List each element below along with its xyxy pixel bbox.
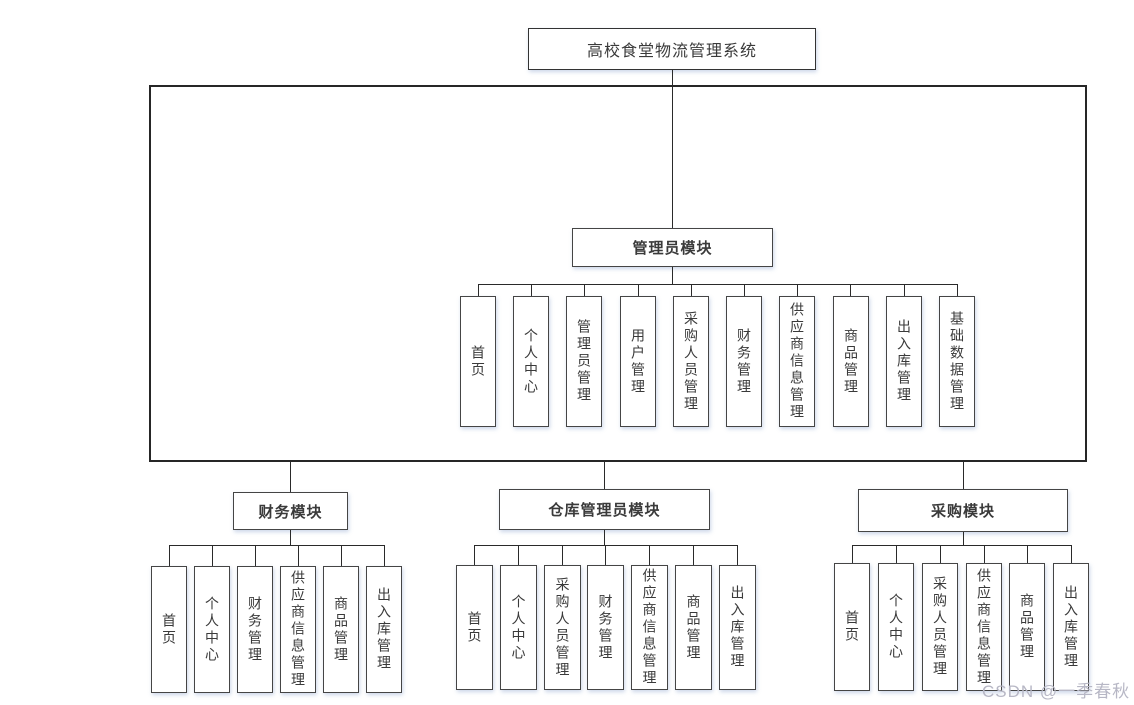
connector-line [298, 545, 299, 566]
connector-line [693, 545, 694, 565]
leaf-node: 商品管理 [1009, 563, 1045, 691]
connector-line [212, 545, 213, 566]
connector-line [744, 284, 745, 296]
connector-line [290, 530, 291, 545]
connector-line [169, 545, 170, 566]
leaf-node: 首页 [834, 563, 870, 691]
leaf-node: 供应商信息管理 [631, 565, 668, 690]
watermark-text: CSDN @一季春秋 [982, 682, 1131, 701]
connector-line [963, 532, 964, 545]
leaf-node: 商品管理 [323, 566, 359, 693]
leaf-node: 出入库管理 [886, 296, 922, 427]
leaf-node: 出入库管理 [366, 566, 402, 693]
leaf-node: 财务管理 [237, 566, 273, 693]
leaf-node: 采购人员管理 [922, 563, 958, 691]
connector-line [1027, 545, 1028, 563]
connector-line [963, 462, 964, 489]
connector-line [940, 545, 941, 563]
module-node-admin: 管理员模块 [572, 228, 773, 267]
leaf-node: 供应商信息管理 [779, 296, 815, 427]
connector-line [169, 545, 385, 546]
leaf-node: 个人中心 [513, 296, 549, 427]
connector-line [797, 284, 798, 296]
connector-line [691, 284, 692, 296]
admin-container-frame [149, 85, 1087, 462]
leaf-node: 商品管理 [675, 565, 712, 690]
leaf-node: 采购人员管理 [544, 565, 581, 690]
connector-line [1071, 545, 1072, 563]
connector-line [474, 545, 475, 565]
leaf-node: 出入库管理 [719, 565, 756, 690]
connector-line [852, 545, 853, 563]
connector-line [384, 545, 385, 566]
connector-line [341, 545, 342, 566]
leaf-node: 管理员管理 [566, 296, 602, 427]
connector-line [531, 284, 532, 296]
connector-line [649, 545, 650, 565]
leaf-node: 基础数据管理 [939, 296, 975, 427]
connector-line [562, 545, 563, 565]
leaf-node: 首页 [460, 296, 496, 427]
connector-line [672, 267, 673, 284]
leaf-node: 首页 [151, 566, 187, 693]
root-node-system-title: 高校食堂物流管理系统 [528, 28, 816, 70]
leaf-node: 供应商信息管理 [280, 566, 316, 693]
connector-line [984, 545, 985, 563]
connector-line [584, 284, 585, 296]
leaf-node: 财务管理 [587, 565, 624, 690]
connector-line [957, 284, 958, 296]
module-node-warehouse: 仓库管理员模块 [499, 489, 710, 530]
module-node-procurement: 采购模块 [858, 489, 1068, 532]
leaf-node: 用户管理 [620, 296, 656, 427]
connector-line [904, 284, 905, 296]
leaf-node: 商品管理 [833, 296, 869, 427]
module-node-finance: 财务模块 [233, 492, 348, 530]
leaf-node: 财务管理 [726, 296, 762, 427]
leaf-node: 个人中心 [500, 565, 537, 690]
connector-line [604, 530, 605, 545]
connector-line [518, 545, 519, 565]
leaf-node: 首页 [456, 565, 493, 690]
connector-line [478, 284, 479, 296]
connector-line [604, 462, 605, 489]
connector-line [737, 545, 738, 565]
connector-line [896, 545, 897, 563]
connector-line [850, 284, 851, 296]
connector-line [672, 70, 673, 228]
leaf-node: 出入库管理 [1053, 563, 1089, 691]
connector-line [605, 545, 606, 565]
leaf-node: 个人中心 [878, 563, 914, 691]
connector-line [478, 284, 958, 285]
leaf-node: 供应商信息管理 [966, 563, 1002, 691]
connector-line [474, 545, 738, 546]
connector-line [290, 462, 291, 492]
connector-line [638, 284, 639, 296]
leaf-node: 个人中心 [194, 566, 230, 693]
connector-line [852, 545, 1072, 546]
connector-line [255, 545, 256, 566]
leaf-node: 采购人员管理 [673, 296, 709, 427]
